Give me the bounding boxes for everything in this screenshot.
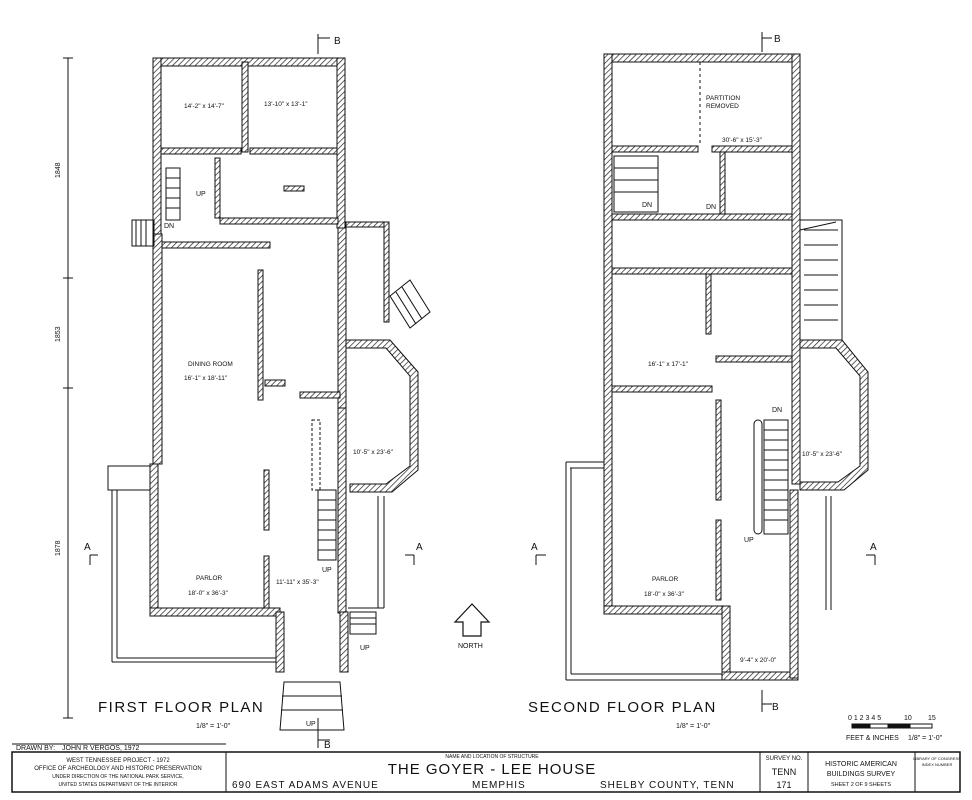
city: MEMPHIS	[472, 780, 526, 791]
section-mark: B	[774, 34, 781, 45]
room-label: 11'-11" x 35'-3"	[276, 579, 319, 586]
second-floor-plan	[603, 53, 869, 681]
room-name: PARLOR	[652, 576, 679, 583]
project-line: UNDER DIRECTION OF THE NATIONAL PARK SER…	[52, 774, 183, 780]
structure-caption: NAME AND LOCATION OF STRUCTURE	[445, 754, 539, 760]
first-floor-plan	[149, 57, 419, 673]
second-floor-section-lines	[535, 32, 876, 712]
survey-label: SURVEY NO.	[766, 756, 803, 762]
project-line: OFFICE OF ARCHEOLOGY AND HISTORIC PRESER…	[34, 766, 201, 772]
county: SHELBY COUNTY, TENN	[600, 780, 735, 791]
loc-line: LIBRARY OF CONGRESS	[913, 756, 961, 761]
sheet-number: SHEET 2 OF 9 SHEETS	[831, 782, 891, 788]
date-dimension-line	[63, 57, 73, 719]
project-line: UNITED STATES DEPARTMENT OF THE INTERIOR	[59, 782, 178, 788]
room-label: 14'-2" x 14'-7"	[184, 103, 225, 110]
date-label: 1853	[55, 326, 62, 342]
north-label: NORTH	[458, 643, 483, 650]
stair-note: DN	[706, 204, 716, 211]
room-name: PARLOR	[196, 575, 223, 582]
second-floor-lines	[565, 62, 843, 681]
section-mark: B	[772, 702, 779, 713]
room-label: 18'-0" x 36'-3"	[188, 590, 229, 597]
title-block-frame	[11, 743, 961, 793]
stair-note: UP	[744, 537, 754, 544]
address: 690 EAST ADAMS AVENUE	[232, 780, 379, 791]
section-mark: A	[416, 542, 423, 553]
stair-note: UP	[360, 645, 370, 652]
section-mark: A	[531, 542, 538, 553]
stair-note: UP	[306, 721, 316, 728]
room-name: DINING ROOM	[188, 361, 233, 368]
room-label: 10'-5" x 23'-6"	[802, 451, 843, 458]
second-floor-scale: 1/8" = 1'-0"	[676, 723, 711, 730]
stair-note: DN	[164, 223, 174, 230]
habs-line: HISTORIC AMERICAN	[825, 761, 897, 768]
structure-name: THE GOYER - LEE HOUSE	[388, 761, 597, 778]
section-mark: B	[334, 36, 341, 47]
partition-note: REMOVED	[706, 103, 739, 110]
section-mark: B	[324, 740, 331, 751]
scale-ratio: 1/8" = 1'-0"	[908, 735, 943, 742]
room-label: 13'-10" x 13'-1"	[264, 101, 308, 108]
north-arrow-icon	[453, 603, 491, 637]
scale-bar	[851, 723, 933, 729]
drawn-by: JOHN R VERGOS, 1972	[62, 745, 140, 752]
scale-ticks: 0 1 2 3 4 5	[848, 715, 881, 722]
first-floor-section-lines	[89, 34, 415, 748]
habs-line: BUILDINGS SURVEY	[827, 771, 896, 778]
survey-code: TENN	[772, 767, 797, 777]
date-label: 1848	[55, 162, 62, 178]
stair-note: UP	[322, 567, 332, 574]
scale-fifteen: 15	[928, 715, 936, 722]
date-label: 1878	[55, 540, 62, 556]
first-floor-porch-lines	[107, 167, 431, 731]
room-label: 9'-4" x 20'-0"	[740, 657, 777, 664]
scale-unit: FEET & INCHES	[846, 735, 899, 742]
partition-note: PARTITION	[706, 95, 740, 102]
stair-note: UP	[196, 191, 206, 198]
stair-note: DN	[642, 202, 652, 209]
room-label: 30'-6" x 15'-3"	[722, 137, 763, 144]
room-label: 16'-1" x 17'-1"	[648, 361, 689, 368]
room-label: 10'-5" x 23'-6"	[353, 449, 394, 456]
scale-ten: 10	[904, 715, 912, 722]
drawn-by-label: DRAWN BY:	[16, 745, 55, 752]
section-mark: A	[84, 542, 91, 553]
room-label: 16'-1" x 18'-11"	[184, 375, 228, 382]
loc-line: INDEX NUMBER	[922, 762, 953, 767]
first-floor-title: FIRST FLOOR PLAN	[98, 699, 264, 716]
stair-note: DN	[772, 407, 782, 414]
survey-number: 171	[776, 780, 791, 790]
project-line: WEST TENNESSEE PROJECT - 1972	[66, 758, 170, 764]
room-label: 18'-0" x 36'-3"	[644, 591, 685, 598]
second-floor-title: SECOND FLOOR PLAN	[528, 699, 717, 716]
first-floor-scale: 1/8" = 1'-0"	[196, 723, 231, 730]
section-mark: A	[870, 542, 877, 553]
